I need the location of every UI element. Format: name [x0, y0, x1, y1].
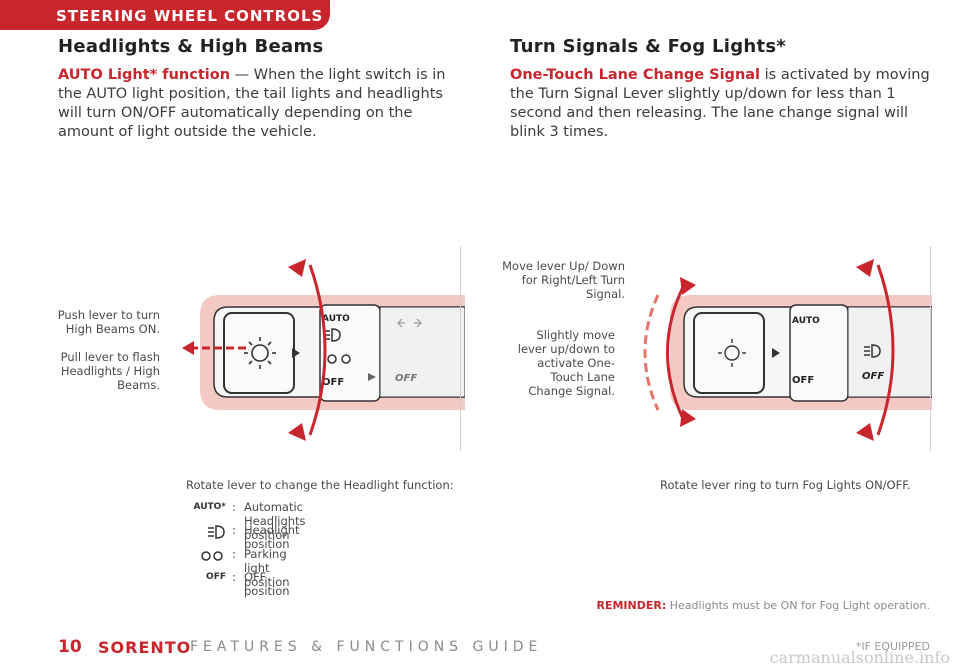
reminder-note: REMINDER: Headlights must be ON for Fog … — [597, 599, 931, 612]
legend-headlight-icon — [186, 525, 226, 542]
legend-off-label: OFF position — [244, 570, 290, 598]
fog-light-caption: Rotate lever ring to turn Fog Lights ON/… — [660, 478, 911, 492]
legend-parking-label: Parking light position — [244, 547, 290, 589]
turn-signal-lever-figure: AUTO OFF OFF — [643, 259, 932, 441]
headlights-title: Headlights & High Beams — [58, 36, 324, 57]
if-equipped-note: *IF EQUIPPED — [855, 640, 930, 653]
footer-brand: SORENTO — [98, 638, 192, 657]
lane-change-text: is activated by moving the Turn Signal L… — [510, 67, 930, 140]
section-tab: STEERING WHEEL CONTROLS — [0, 0, 330, 30]
footer-guide-title: FEATURES & FUNCTIONS GUIDE — [190, 639, 543, 655]
auto-light-paragraph: AUTO Light* function — When the light sw… — [58, 66, 468, 142]
lever-auto-label: AUTO — [322, 314, 350, 324]
pull-lever-note: Pull lever to flash Headlights / High Be… — [60, 350, 160, 392]
legend-headlight-label: Headlight position — [244, 523, 300, 551]
move-lever-note: Move lever Up/ Down for Right/Left Turn … — [502, 259, 625, 301]
auto-light-label: AUTO Light* function — [58, 67, 231, 83]
left-divider — [460, 246, 461, 451]
fog-light-icon — [864, 344, 881, 358]
right-divider — [930, 246, 931, 451]
legend-parking-icon — [186, 549, 226, 566]
lever-auto-label: AUTO — [792, 316, 820, 326]
legend-auto-label: Automatic Headlights position — [244, 500, 306, 542]
headlight-caption: Rotate lever to change the Headlight fun… — [186, 478, 454, 492]
lever-off-label: OFF — [792, 375, 814, 386]
headlight-lever-figure: AUTO OFF OFF — [182, 259, 465, 441]
ring-off-label: OFF — [395, 373, 417, 384]
lane-change-paragraph: One-Touch Lane Change Signal is activate… — [510, 66, 935, 142]
legend-off-icon: OFF — [206, 572, 226, 582]
lane-change-label: One-Touch Lane Change Signal — [510, 67, 761, 83]
headlight-sun-icon — [244, 337, 276, 369]
auto-light-text: — When the light switch is in the AUTO l… — [58, 67, 446, 140]
reminder-text: Headlights must be ON for Fog Light oper… — [666, 599, 930, 612]
watermark: carmanualsonline.info — [769, 648, 950, 667]
reminder-label: REMINDER: — [596, 599, 667, 612]
slight-move-note: Slightly move lever up/down to activate … — [517, 328, 615, 398]
headlight-sun-icon — [718, 339, 746, 367]
turn-arrows-icon — [396, 318, 423, 328]
ring-off-label: OFF — [862, 371, 884, 382]
push-lever-note: Push lever to turn High Beams ON. — [57, 308, 160, 336]
page-number: 10 — [58, 637, 82, 657]
parking-symbol-icon — [327, 354, 351, 364]
legend-auto-icon: AUTO* — [193, 502, 227, 512]
lever-off-label: OFF — [322, 377, 344, 388]
turn-signals-title: Turn Signals & Fog Lights* — [510, 36, 787, 57]
